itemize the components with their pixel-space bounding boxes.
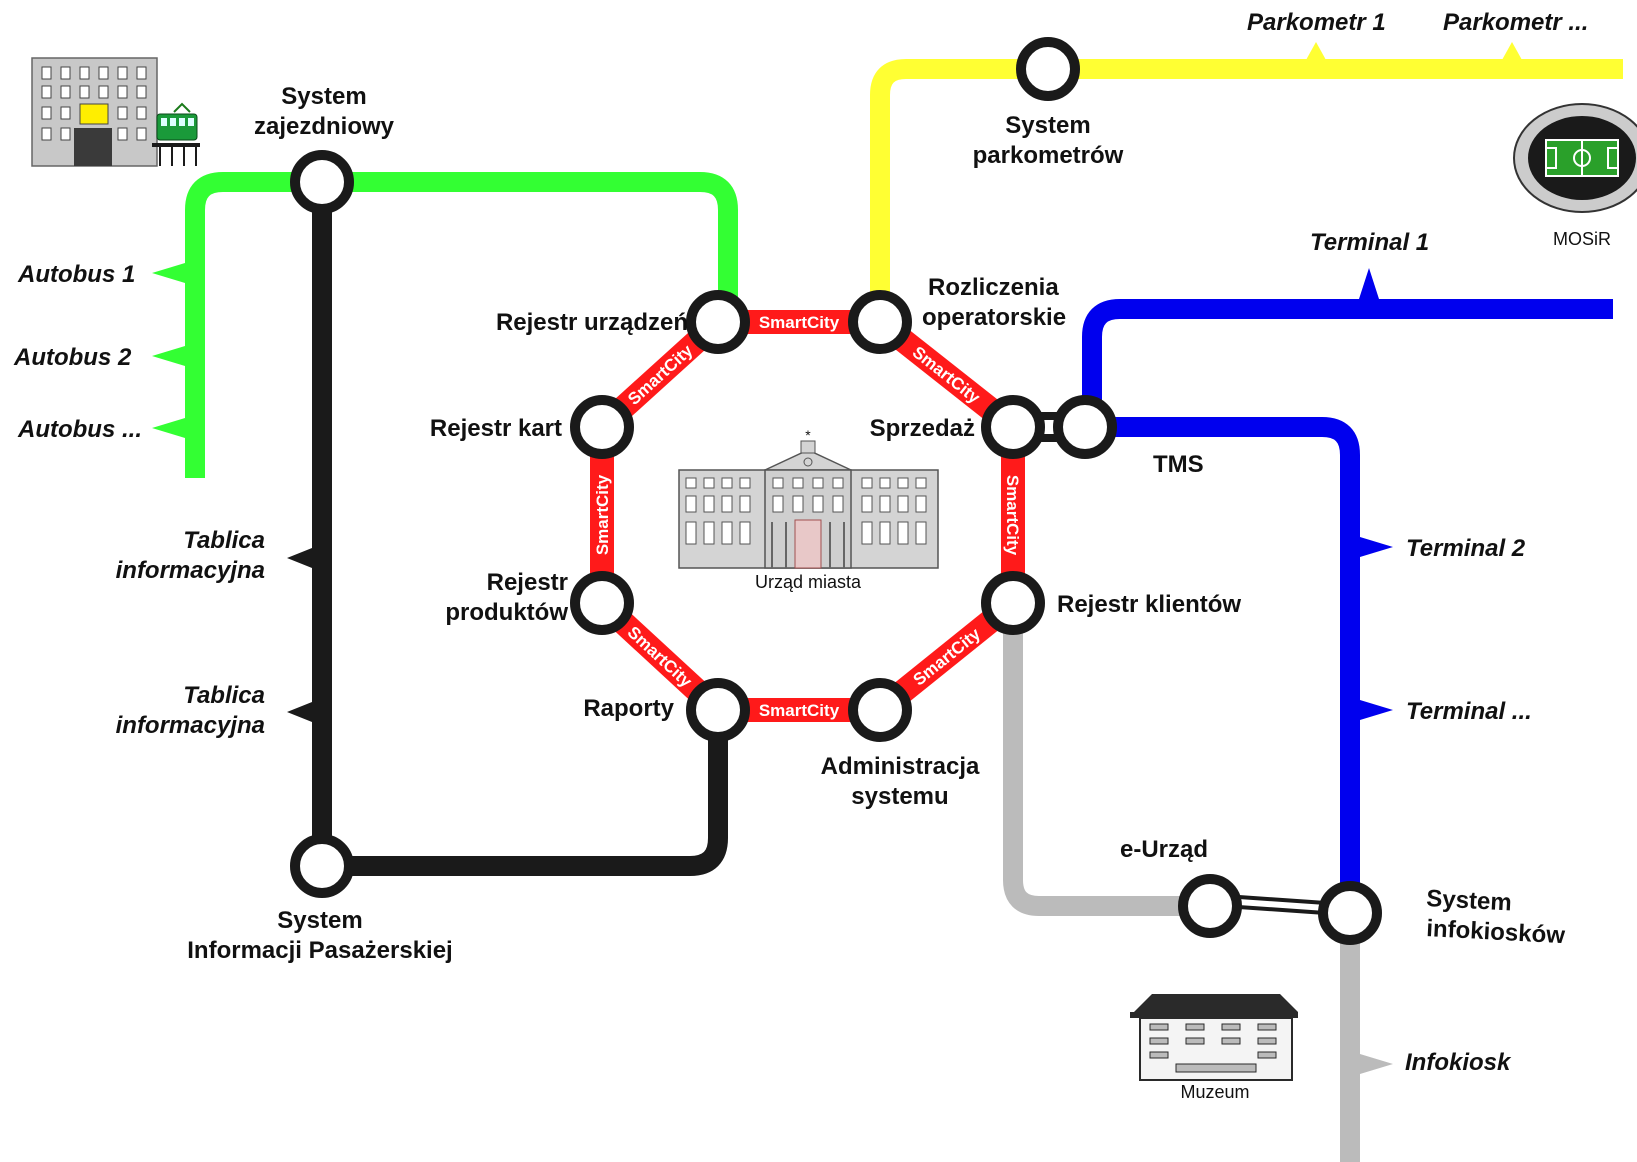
blue-branch-tick-2 bbox=[1360, 537, 1393, 557]
yellow-branch-tick-1 bbox=[1306, 42, 1326, 60]
station-administracja-systemu bbox=[848, 678, 912, 742]
stations bbox=[290, 37, 1382, 945]
station-rejestr-produktow bbox=[570, 571, 634, 635]
smartcity-link: SmartCity bbox=[1001, 427, 1025, 603]
svg-text:*: * bbox=[805, 427, 811, 443]
yellow-branch-tick-2 bbox=[1502, 42, 1522, 60]
black-branch-tick-2 bbox=[287, 702, 312, 722]
city-hall-caption: Urząd miasta bbox=[755, 572, 862, 592]
label-administracja-2: systemu bbox=[851, 783, 948, 810]
parking-station-label-1: System bbox=[1005, 112, 1090, 139]
black-line bbox=[312, 182, 728, 876]
station-rozliczenia-operatorskie bbox=[848, 290, 912, 354]
smartcity-link-label: SmartCity bbox=[910, 624, 985, 689]
black-branch-tick-1 bbox=[287, 548, 312, 568]
stadium-caption: MOSiR bbox=[1553, 229, 1611, 249]
station-e-urzad bbox=[1178, 874, 1242, 938]
blue-branch-tick-1 bbox=[1359, 268, 1379, 299]
branch-tablica-2-line-1: Tablica bbox=[183, 682, 265, 709]
city-hall-icon: * bbox=[678, 427, 939, 569]
smartcity-link-label: SmartCity bbox=[593, 474, 612, 555]
station-sprzedaz bbox=[981, 395, 1045, 459]
yellow-line bbox=[870, 59, 1623, 292]
label-rejestr-produktow-1: Rejestr bbox=[487, 569, 568, 596]
blue-branch-tick-3 bbox=[1360, 700, 1393, 720]
branch-terminal-2: Terminal 2 bbox=[1406, 535, 1526, 562]
branch-parkometr-1: Parkometr 1 bbox=[1247, 9, 1386, 36]
depot-station-label-1: System bbox=[281, 83, 366, 110]
label-rejestr-produktow-2: produktów bbox=[445, 599, 568, 626]
depot-building-icon bbox=[31, 57, 158, 167]
smartcity-link-label: SmartCity bbox=[759, 313, 840, 332]
kiosk-station-label-2: infokiosków bbox=[1426, 915, 1566, 949]
tram-icon bbox=[152, 102, 200, 166]
branch-parkometr-more: Parkometr ... bbox=[1443, 9, 1588, 36]
gray-branch-tick-1 bbox=[1360, 1054, 1393, 1074]
branch-tablica-1-line-2: informacyjna bbox=[116, 557, 265, 584]
smartcity-link-band bbox=[593, 594, 727, 719]
label-sprzedaz: Sprzedaż bbox=[870, 415, 975, 442]
station-tms bbox=[1053, 395, 1117, 459]
station-rejestr-klientow bbox=[981, 571, 1045, 635]
parking-station-label-2: parkometrów bbox=[973, 142, 1124, 169]
branch-tablica-1-line-1: Tablica bbox=[183, 527, 265, 554]
sip-station-label-1: System bbox=[277, 907, 362, 934]
label-rejestr-urzadzen: Rejestr urządzeń bbox=[496, 309, 688, 336]
label-rozliczenia-1: Rozliczenia bbox=[928, 274, 1059, 301]
eurzad-label: e-Urząd bbox=[1120, 836, 1208, 863]
label-administracja-1: Administracja bbox=[821, 753, 980, 780]
station-rejestr-urzadzen bbox=[686, 290, 750, 354]
smartcity-link-band bbox=[1001, 427, 1025, 603]
branch-autobus-more: Autobus ... bbox=[17, 416, 142, 443]
smartcity-link-label: SmartCity bbox=[624, 623, 696, 692]
smartcity-link: SmartCity bbox=[590, 427, 614, 603]
gray-line bbox=[1003, 600, 1210, 916]
smartcity-link-label: SmartCity bbox=[1003, 475, 1022, 556]
smartcity-link-label: SmartCity bbox=[624, 341, 697, 409]
tms-station-label: TMS bbox=[1153, 451, 1204, 478]
green-branch-tick-2 bbox=[152, 346, 185, 366]
station-system-infokioskow bbox=[1318, 881, 1382, 945]
station-raporty bbox=[686, 678, 750, 742]
branch-terminal-more: Terminal ... bbox=[1406, 698, 1532, 725]
station-system-informacji-pasazerskiej bbox=[290, 834, 354, 898]
smartcity-link-band bbox=[593, 313, 727, 436]
branch-terminal-1: Terminal 1 bbox=[1310, 229, 1429, 256]
station-system-parkometrow bbox=[1016, 37, 1080, 101]
smartcity-link-band bbox=[872, 312, 1021, 437]
museum-icon bbox=[1130, 994, 1298, 1081]
label-rejestr-kart: Rejestr kart bbox=[430, 415, 562, 442]
smartcity-link-band bbox=[872, 593, 1021, 720]
museum-caption: Muzeum bbox=[1180, 1082, 1249, 1102]
branch-autobus-1: Autobus 1 bbox=[17, 261, 135, 288]
blue-line bbox=[1082, 299, 1613, 400]
blue-line-lower bbox=[1092, 417, 1360, 893]
smartcity-link-band bbox=[590, 427, 614, 603]
kiosk-station-label-1: System bbox=[1426, 885, 1513, 916]
label-raporty: Raporty bbox=[583, 695, 674, 722]
depot-station-label-2: zajezdniowy bbox=[254, 113, 395, 140]
green-branch-tick-3 bbox=[152, 418, 185, 438]
station-rejestr-kart bbox=[570, 395, 634, 459]
branch-infokiosk: Infokiosk bbox=[1405, 1049, 1512, 1076]
green-branch-tick-1 bbox=[152, 263, 185, 283]
green-line bbox=[185, 172, 738, 478]
stadium-icon bbox=[1513, 103, 1637, 213]
branch-tablica-2-line-2: informacyjna bbox=[116, 712, 265, 739]
smartcity-link-label: SmartCity bbox=[909, 343, 984, 408]
sip-station-label-2: Informacji Pasażerskiej bbox=[187, 937, 452, 964]
smartcity-link-label: SmartCity bbox=[759, 701, 840, 720]
station-system-zajezdniowy bbox=[290, 150, 354, 214]
branch-autobus-2: Autobus 2 bbox=[13, 344, 132, 371]
label-rejestr-klientow: Rejestr klientów bbox=[1057, 591, 1241, 618]
label-rozliczenia-2: operatorskie bbox=[922, 304, 1066, 331]
